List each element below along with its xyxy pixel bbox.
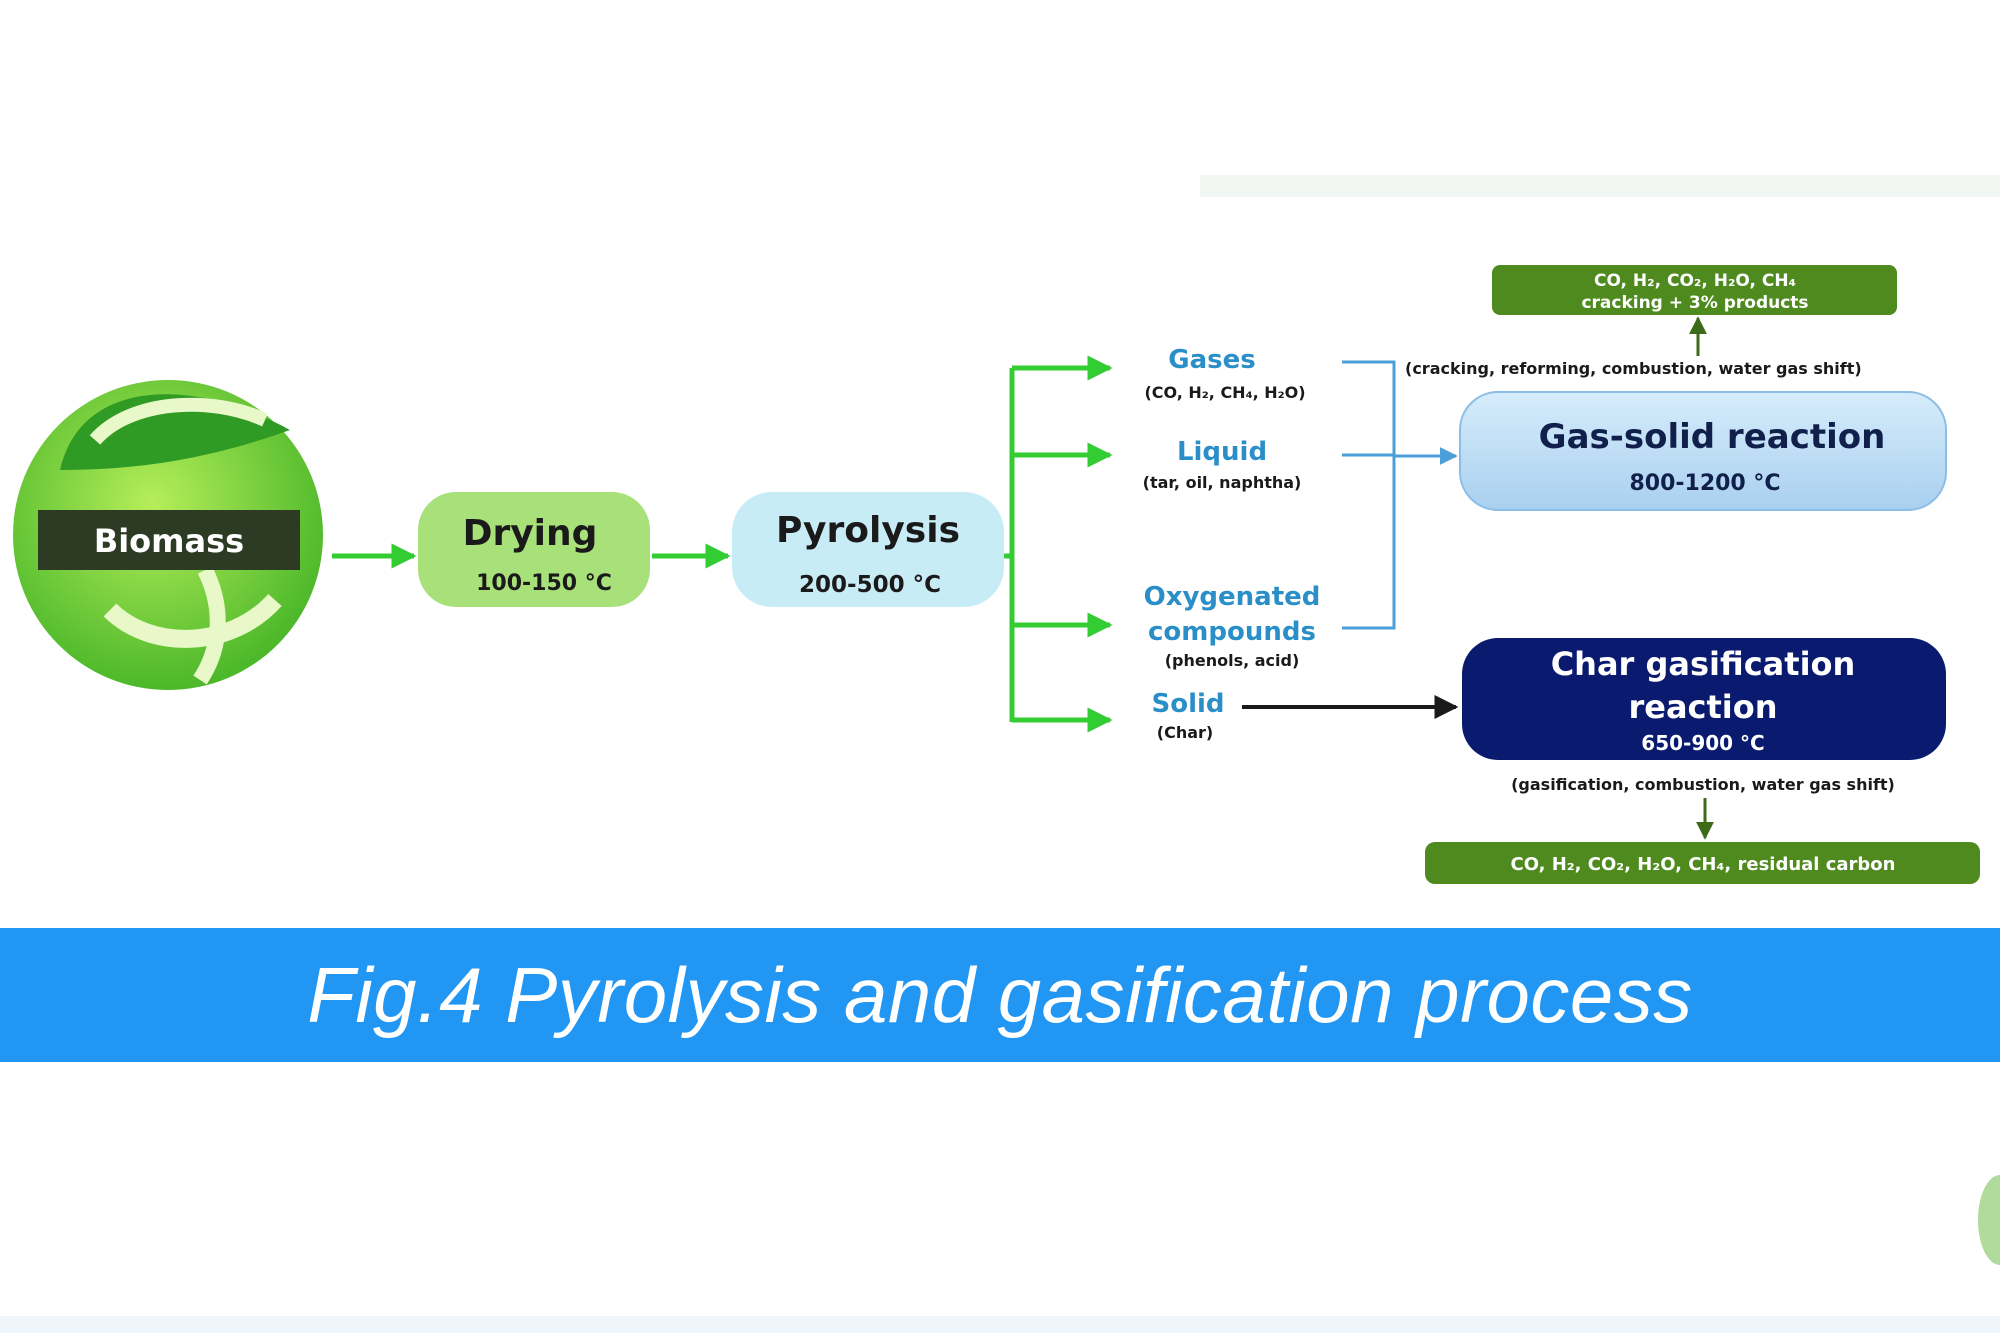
top-products-box [1492, 265, 1897, 315]
oxygenated-label-line1: Oxygenated [1144, 582, 1321, 612]
bottom-products-box [1425, 842, 1980, 884]
oxygenated-detail: (phenols, acid) [1165, 651, 1300, 670]
char-reactions-annotation: (gasification, combustion, water gas shi… [1511, 775, 1895, 794]
pyrolysis-label: Pyrolysis [776, 510, 960, 551]
bottom-products-label: CO, H₂, CO₂, H₂O, CH₄, residual carbon [1510, 854, 1895, 875]
bottom-strip [0, 1316, 2000, 1333]
gases-detail: (CO, H₂, CH₄, H₂O) [1144, 383, 1305, 402]
edge-decoration [1978, 1175, 2000, 1265]
solid-detail: (Char) [1157, 723, 1213, 742]
biomass-label-box [38, 510, 300, 570]
oxygenated-label-line2: compounds [1148, 617, 1316, 647]
volatiles-bracket [1342, 360, 1458, 630]
drying-label: Drying [463, 513, 598, 554]
solid-label: Solid [1151, 689, 1224, 719]
pyrolysis-branches [1004, 355, 1113, 733]
caption-bar: Fig.4 Pyrolysis and gasification process [0, 928, 2000, 1062]
drying-box [418, 492, 650, 607]
top-products-line2: cracking + 3% products [1581, 293, 1808, 313]
liquid-label: Liquid [1177, 437, 1267, 467]
pyrolysis-box [732, 492, 1004, 607]
gas-solid-reaction-temp: 800-1200 °C [1629, 471, 1780, 496]
liquid-detail: (tar, oil, naphtha) [1143, 473, 1302, 492]
char-gasification-label-line1: Char gasification [1551, 645, 1856, 683]
char-gasification-temp: 650-900 °C [1641, 731, 1764, 755]
gas-reactions-annotation: (cracking, reforming, combustion, water … [1405, 359, 1862, 378]
biomass-label: Biomass [94, 522, 244, 560]
char-gasification-label-line2: reaction [1628, 688, 1777, 726]
pyrolysis-temp: 200-500 °C [799, 572, 941, 598]
char-gasification-box [1462, 638, 1946, 760]
gases-label: Gases [1168, 345, 1255, 375]
top-products-line1: CO, H₂, CO₂, H₂O, CH₄ [1594, 271, 1796, 291]
drying-temp: 100-150 °C [476, 571, 612, 596]
figure-caption: Fig.4 Pyrolysis and gasification process [307, 950, 1693, 1039]
top-strip [1200, 175, 2000, 197]
gas-solid-reaction-label: Gas-solid reaction [1539, 417, 1886, 457]
gas-solid-reaction-box [1459, 391, 1947, 511]
